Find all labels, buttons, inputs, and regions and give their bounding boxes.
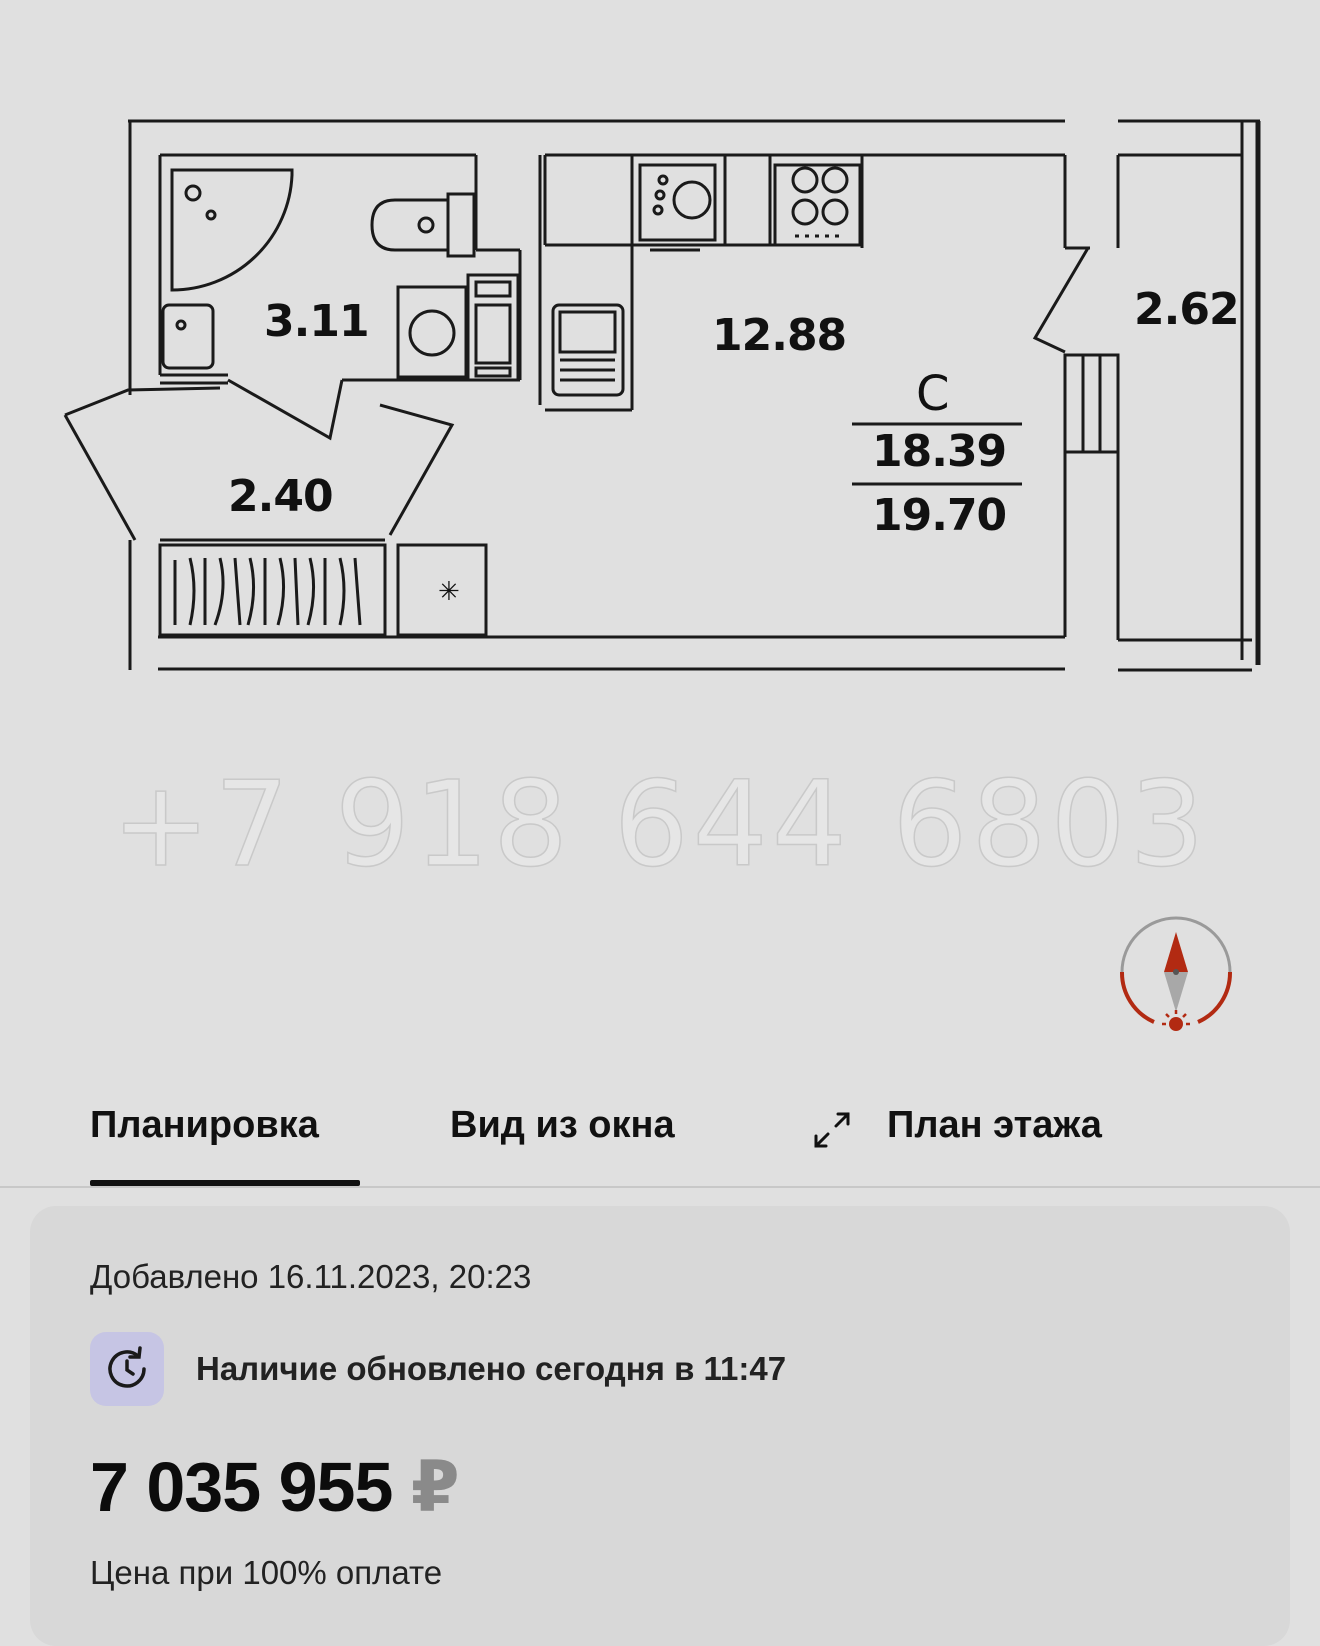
kitchen-area: 12.88 xyxy=(712,310,847,361)
price-note: Цена при 100% оплате xyxy=(90,1554,443,1591)
currency-sign: ₽ xyxy=(410,1448,460,1526)
tab-floor-plan[interactable]: План этажа xyxy=(887,1104,1102,1146)
living-area: 18.39 xyxy=(872,426,1007,477)
listing-info-card: Добавлено 16.11.2023, 20:23 Наличие обно… xyxy=(30,1206,1290,1646)
added-date: Добавлено 16.11.2023, 20:23 xyxy=(90,1258,532,1295)
expand-icon[interactable] xyxy=(810,1108,854,1152)
view-tabs: Планировка Вид из окна План этажа xyxy=(0,1080,1320,1188)
total-area: 19.70 xyxy=(872,490,1007,541)
tab-layout[interactable]: Планировка xyxy=(90,1104,319,1146)
hall-area: 2.40 xyxy=(228,471,334,522)
refresh-clock-icon xyxy=(90,1332,164,1406)
floor-plan: ✳ 3.11 12.88 2.40 2.62 С 18.39 19.70 +7 … xyxy=(63,119,1261,1031)
floor-plan-drawing: ✳ xyxy=(63,119,1261,672)
phone-watermark: +7 918 644 6803 xyxy=(111,755,1209,893)
availability-status: Наличие обновлено сегодня в 11:47 xyxy=(196,1350,787,1387)
tab-window-view[interactable]: Вид из окна xyxy=(450,1104,675,1146)
compass-icon xyxy=(1119,916,1233,1031)
price: 7 035 955 ₽ xyxy=(90,1446,460,1528)
svg-text:✳: ✳ xyxy=(438,577,460,607)
apartment-type: С xyxy=(916,366,950,422)
bathroom-area: 3.11 xyxy=(264,296,370,347)
balcony-area: 2.62 xyxy=(1134,284,1240,335)
price-value: 7 035 955 xyxy=(90,1448,393,1526)
active-tab-indicator xyxy=(90,1180,360,1186)
